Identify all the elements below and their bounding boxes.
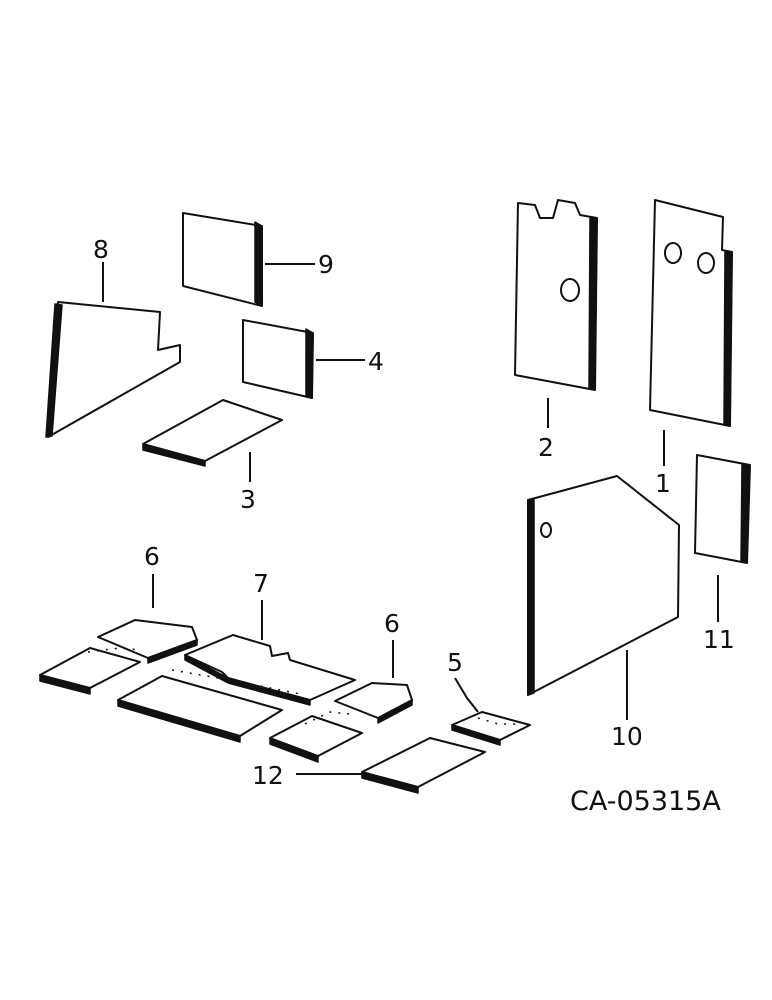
callout-6-right: 6	[384, 609, 400, 638]
callout-8: 8	[93, 235, 109, 264]
part-1-bolt-hole	[697, 252, 715, 274]
part-1-bolt-hole	[664, 242, 682, 264]
leader-lines	[102, 262, 719, 775]
callout-6-left: 6	[144, 542, 160, 571]
callout-1: 1	[655, 469, 671, 498]
part-7-center-mat	[117, 634, 356, 743]
part-6-left-mat	[39, 619, 198, 695]
part-11-pad	[694, 454, 751, 564]
part-10-side-panel	[527, 475, 680, 696]
part-3-floor-pad	[142, 399, 283, 467]
callout-2: 2	[538, 433, 554, 462]
part-10-hole	[540, 522, 552, 538]
part-9-pad	[182, 212, 263, 307]
part-2-bolt-hole	[560, 278, 580, 302]
callout-labels: 8 9 4 3 2 1 11 10 6 7 6 5 12	[93, 235, 735, 790]
part-2-rear-panel	[514, 199, 598, 391]
callout-4: 4	[368, 347, 384, 376]
part-1-rear-panel	[649, 199, 733, 427]
callout-11: 11	[703, 625, 735, 654]
callout-7: 7	[253, 569, 269, 598]
part-5-step-pad	[451, 711, 531, 746]
part-6-right-mat	[269, 682, 413, 763]
part-4-pad	[242, 319, 314, 399]
callout-12: 12	[252, 761, 284, 790]
drawing-code: CA-05315A	[570, 786, 721, 817]
callout-9: 9	[318, 250, 334, 279]
callout-10: 10	[611, 722, 643, 751]
part-8-side-panel	[45, 301, 181, 438]
callout-3: 3	[240, 485, 256, 514]
part-12-floor-pad	[361, 737, 486, 794]
callout-5: 5	[447, 648, 463, 677]
